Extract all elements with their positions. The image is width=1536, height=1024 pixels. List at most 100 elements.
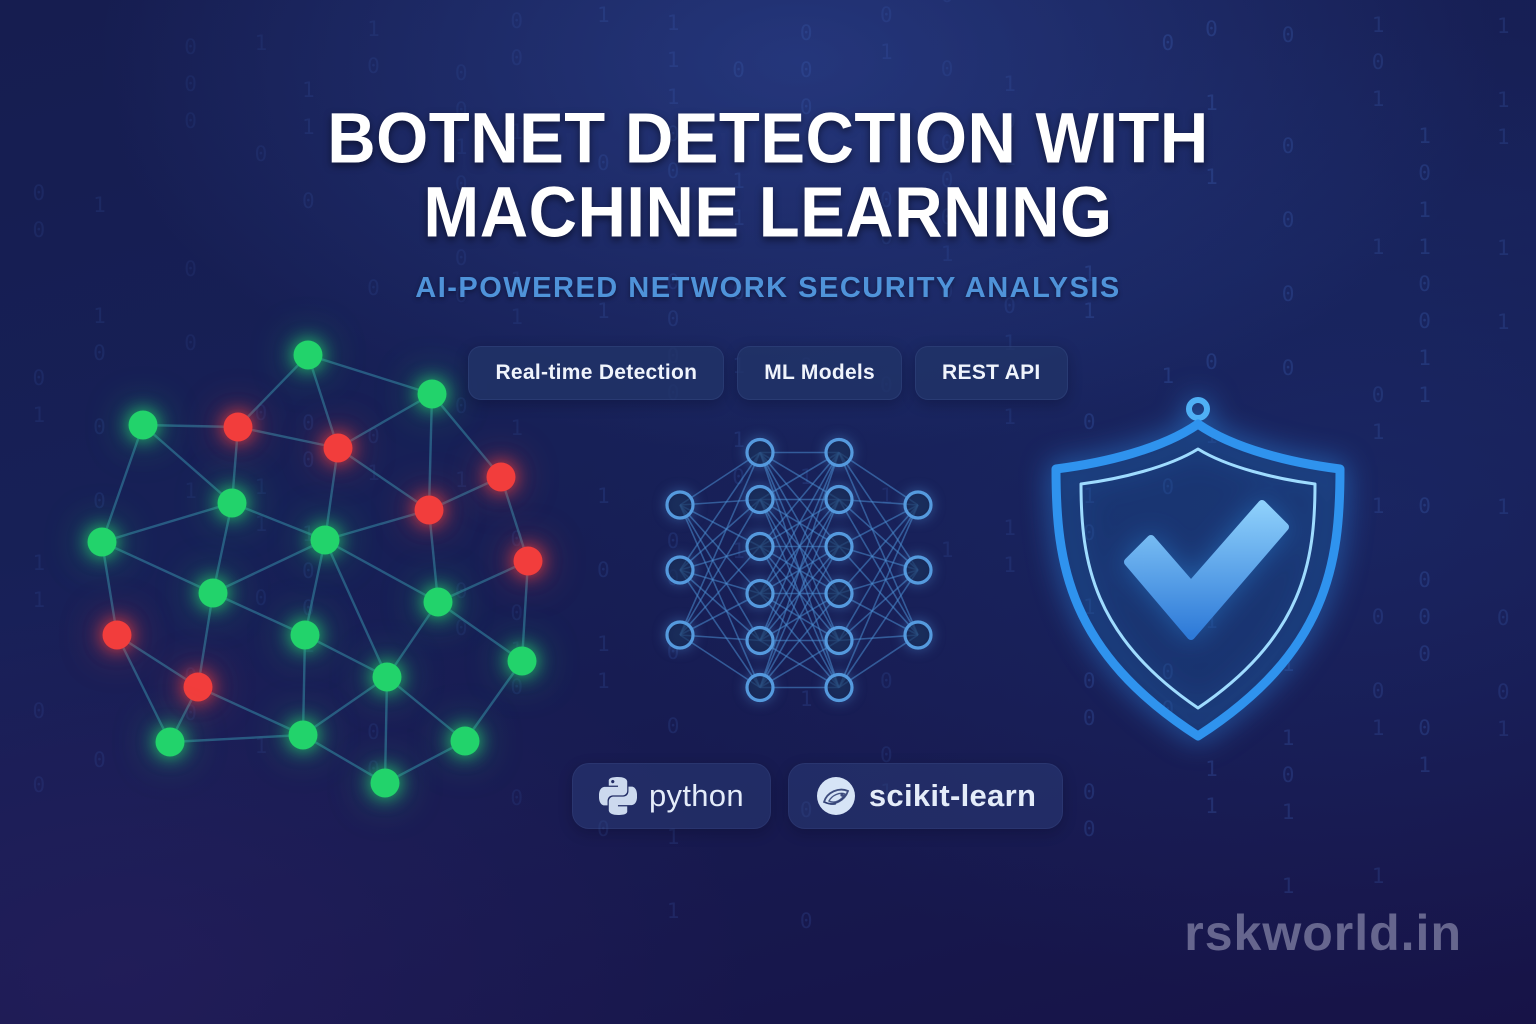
nn-connection [759,639,840,689]
host-node [293,340,323,370]
graph-edge [427,393,434,511]
nn-neuron [824,484,854,515]
graph-edge [307,353,433,396]
nn-connection [679,499,761,636]
nn-neuron [824,672,854,703]
scikit-learn-label: scikit-learn [868,778,1037,813]
bot-node [102,620,132,650]
nn-connection [759,592,840,689]
nn-connection [679,451,761,506]
host-node [507,646,537,676]
nn-connection [679,504,761,641]
nn-connection [759,452,840,594]
badge-realtime-detection[interactable]: Real-time Detection [468,346,725,400]
graph-edge [324,508,430,542]
nn-connection [679,504,761,595]
graph-edge [386,601,439,678]
graph-edge [101,540,214,595]
nn-connection [838,451,919,506]
graph-edge [115,634,172,743]
nn-connection [759,546,840,688]
graph-edge [464,660,523,742]
graph-edge [169,733,304,744]
nn-neuron [903,555,933,585]
bot-node [323,433,353,463]
graph-edge [306,354,340,449]
nn-connection [838,504,919,595]
nn-connection [759,452,840,688]
graph-edge [302,733,386,785]
graph-edge [499,476,530,562]
nn-connection [838,569,919,688]
graph-edge [231,501,326,542]
shield-check-icon [1051,397,1345,741]
nn-connection [838,504,919,688]
host-node [450,726,480,756]
graph-edge [211,502,234,594]
graph-edge [142,424,233,504]
host-node [198,578,228,608]
host-node [372,662,402,692]
shield-top-ring [1186,397,1210,421]
nn-neuron [824,625,854,656]
graph-edge [427,509,440,603]
nn-connection [838,499,919,636]
graph-edge [337,392,433,450]
graph-edge [237,354,309,428]
graph-edge [337,447,430,511]
host-node [155,727,185,757]
graph-edge [100,424,145,543]
graph-edge [197,685,304,737]
shield-outline-inner [1079,447,1317,710]
host-node [290,620,320,650]
nn-connection [679,569,761,642]
badge-ml-models[interactable]: ML Models [737,346,903,400]
graph-edge [212,538,326,595]
nn-neuron [824,437,854,468]
bot-node [414,495,444,525]
nn-neuron [745,625,775,656]
nn-connection [679,504,761,688]
graph-edge [196,592,215,688]
nn-connection [838,498,919,571]
badge-python[interactable]: python [572,763,771,829]
host-node [87,527,117,557]
nn-neuron [745,578,775,609]
python-icon [599,777,637,815]
nn-connection [838,569,919,642]
graph-edge [212,591,306,637]
nn-connection [679,498,761,571]
feature-badge-row: Real-time Detection ML Models REST API [0,346,1536,400]
bot-node [486,462,516,492]
nn-neuron [824,531,854,562]
host-node [417,379,447,409]
nn-neuron [665,555,695,585]
nn-neuron [665,620,695,650]
graph-edge [303,539,327,636]
nn-connection [838,504,919,548]
badge-rest-api[interactable]: REST API [915,346,1068,400]
nn-connection [679,569,761,688]
host-node [423,587,453,617]
nn-connection [679,545,761,636]
host-node [370,768,400,798]
graph-edge [386,676,466,742]
graph-edge [302,676,388,736]
nn-connection [679,592,761,636]
graph-edge [520,560,530,662]
checkmark-icon [1124,500,1289,640]
graph-edge [383,676,389,784]
badge-scikit-learn[interactable]: scikit-learn [787,763,1064,829]
nn-connection [759,452,840,641]
page-subtitle: AI-POWERED NETWORK SECURITY ANALYSIS [415,272,1121,304]
host-node [217,488,247,518]
graph-edge [237,425,339,450]
nn-neuron [745,484,775,515]
graph-edge [323,539,389,678]
graph-edge [101,501,233,544]
nn-neuron [903,490,933,520]
nn-connection [838,452,919,636]
nn-neuron [665,490,695,520]
